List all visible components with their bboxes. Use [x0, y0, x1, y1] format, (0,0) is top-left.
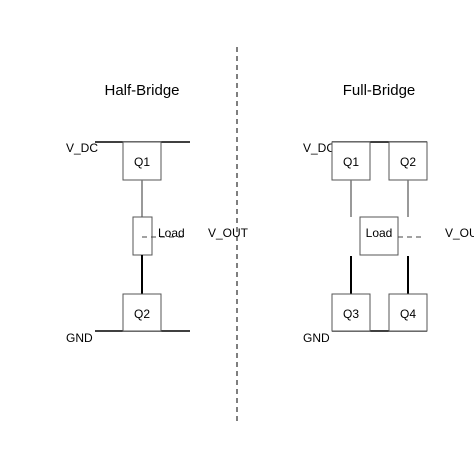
- full-bridge-q4-label: Q4: [400, 307, 416, 321]
- full-bridge-q2-switch: [388, 141, 428, 181]
- half-bridge-q2-switch: [122, 293, 162, 332]
- full-bridge-vdc-label: V_DC: [303, 141, 335, 155]
- half-bridge-q1-switch: [122, 141, 162, 181]
- half-bridge-section: Half-Bridge V_DC GND Q1 Load Q2 V_OUT: [66, 82, 249, 345]
- full-bridge-q4-switch: [388, 293, 428, 332]
- full-bridge-q3-label: Q3: [343, 307, 359, 321]
- half-bridge-load-label: Load: [158, 226, 185, 240]
- full-bridge-q2-label: Q2: [400, 155, 416, 169]
- half-bridge-gnd-label: GND: [66, 331, 93, 345]
- half-bridge-q1-label: Q1: [134, 155, 150, 169]
- full-bridge-q1-label: Q1: [343, 155, 359, 169]
- half-bridge-load: [132, 216, 153, 256]
- half-bridge-vout-label: V_OUT: [208, 226, 249, 240]
- full-bridge-q1-switch: [331, 141, 371, 181]
- full-bridge-gnd-label: GND: [303, 331, 330, 345]
- half-bridge-title: Half-Bridge: [104, 82, 179, 99]
- full-bridge-title: Full-Bridge: [343, 82, 416, 99]
- full-bridge-vout-label: V_OUT: [445, 226, 474, 240]
- full-bridge-q3-switch: [331, 293, 371, 332]
- half-bridge-q2-label: Q2: [134, 307, 150, 321]
- half-bridge-vdc-label: V_DC: [66, 141, 98, 155]
- full-bridge-load-label: Load: [366, 226, 393, 240]
- full-bridge-load: [359, 216, 399, 256]
- full-bridge-section: Full-Bridge V_DC GND Q1 Q2 Load Q3 Q4 V_…: [303, 82, 474, 345]
